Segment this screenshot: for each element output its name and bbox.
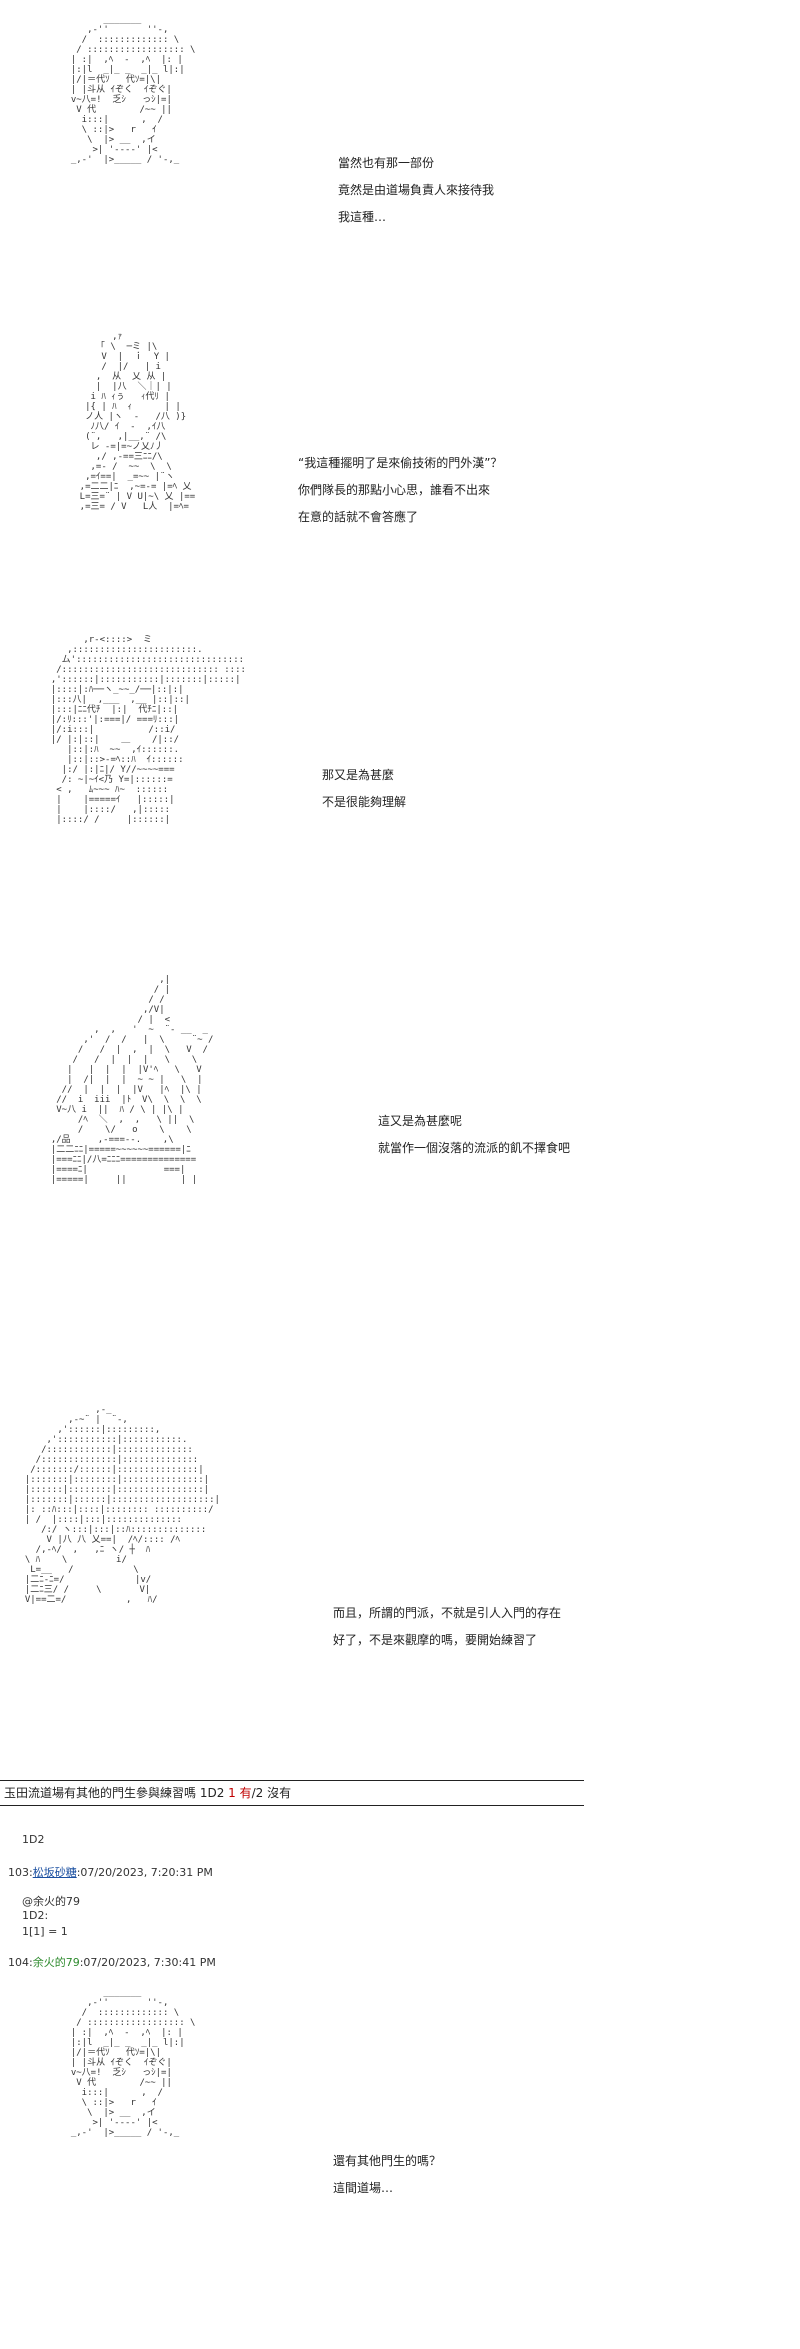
ascii-art-panel-4: ,| / | / / ,/V| / | < , , ' ~ ¨- __ _ ,'… bbox=[50, 975, 214, 1185]
post-date: :07/20/2023, 7:30:41 PM bbox=[79, 1956, 216, 1969]
dialogue-panel-5: 而且，所謂的門派，不就是引人入門的存在 好了，不是來觀摩的嗎，要開始練習了 bbox=[333, 1600, 561, 1654]
dialogue-line: 當然也有那一部份 bbox=[338, 156, 435, 170]
dialogue-panel-4: 這又是為甚麼呢 就當作一個沒落的流派的飢不擇食吧 bbox=[378, 1108, 570, 1162]
dialogue-line: 而且，所謂的門派，不就是引人入門的存在 bbox=[333, 1606, 562, 1620]
dialogue-final-panel: 還有其他門生的嗎？ 這間道場… bbox=[333, 2148, 441, 2202]
post-username[interactable]: 余火的79 bbox=[32, 1956, 80, 1969]
post-header-104: 104:余火的79:07/20/2023, 7:30:41 PM bbox=[8, 1954, 216, 1970]
dialogue-line: 這間道場… bbox=[333, 2181, 394, 2195]
dialogue-line: 不是很能夠理解 bbox=[322, 795, 407, 809]
dialogue-panel-1: 當然也有那一部份 竟然是由道場負責人來接待我 我這種… bbox=[338, 150, 494, 231]
ascii-art-final-panel: _______ ,-'' ''-, / ::::::::::::: \ / ::… bbox=[70, 1988, 196, 2138]
ascii-art-panel-1: _______ ,-'' ''-, / ::::::::::::: \ / ::… bbox=[70, 15, 196, 165]
dialogue-line: 那又是為甚麼 bbox=[322, 768, 395, 782]
divider-bottom bbox=[0, 1805, 584, 1806]
post-number: 104: bbox=[8, 1956, 33, 1969]
dialogue-line: 你們隊長的那點小心思，誰看不出來 bbox=[298, 483, 491, 497]
divider-top bbox=[0, 1780, 584, 1781]
vote-option-2: 2 沒有 bbox=[255, 1786, 292, 1800]
dialogue-panel-2: “我這種擺明了是來偷技術的門外漢”？ 你們隊長的那點小心思，誰看不出來 在意的話… bbox=[298, 450, 502, 531]
dialogue-line: “我這種擺明了是來偷技術的門外漢”？ bbox=[298, 456, 503, 470]
vote-option-1: 1 有 bbox=[228, 1786, 252, 1800]
vote-separator: / bbox=[251, 1786, 256, 1800]
dice-label: 1D2 bbox=[22, 1833, 45, 1846]
ascii-art-panel-3: ,r-<::::> ミ ,:::::::::::::::::::::::. ム'… bbox=[50, 635, 246, 825]
dialogue-line: 好了，不是來觀摩的嗎，要開始練習了 bbox=[333, 1633, 538, 1647]
dialogue-line: 就當作一個沒落的流派的飢不擇食吧 bbox=[378, 1141, 571, 1155]
post-number: 103: bbox=[8, 1866, 33, 1879]
dialogue-line: 我這種… bbox=[338, 210, 387, 224]
post-body-line: 1D2: bbox=[22, 1909, 49, 1922]
dialogue-panel-3: 那又是為甚麼 不是很能夠理解 bbox=[322, 762, 406, 816]
ascii-art-panel-5: ,-_ ,-~¨ | ¨-, ,'::::::|:::::::::, ,':::… bbox=[24, 1405, 220, 1605]
vote-line: 玉田流道場有其他的門生參與練習嗎 1D2 1 有/2 沒有 bbox=[4, 1784, 291, 1801]
post-header-103: 103:松坂砂糖:07/20/2023, 7:20:31 PM bbox=[8, 1864, 213, 1880]
post-body-line: @余火的79 bbox=[22, 1895, 80, 1908]
vote-text: 玉田流道場有其他的門生參與練習嗎 1D2 bbox=[4, 1786, 229, 1800]
dialogue-line: 竟然是由道場負責人來接待我 bbox=[338, 183, 495, 197]
post-body-line: 1[1] = 1 bbox=[22, 1925, 68, 1938]
dialogue-line: 在意的話就不會答應了 bbox=[298, 510, 419, 524]
ascii-art-panel-2: ,ｧ 「 \ ─ミ |\ V | ｉ Y | / |/ | i , 从 乂 从 … bbox=[79, 332, 196, 512]
dialogue-line: 還有其他門生的嗎？ bbox=[333, 2154, 442, 2168]
post-date: :07/20/2023, 7:20:31 PM bbox=[76, 1866, 213, 1879]
dialogue-line: 這又是為甚麼呢 bbox=[378, 1114, 463, 1128]
post-username[interactable]: 松坂砂糖 bbox=[32, 1866, 77, 1879]
